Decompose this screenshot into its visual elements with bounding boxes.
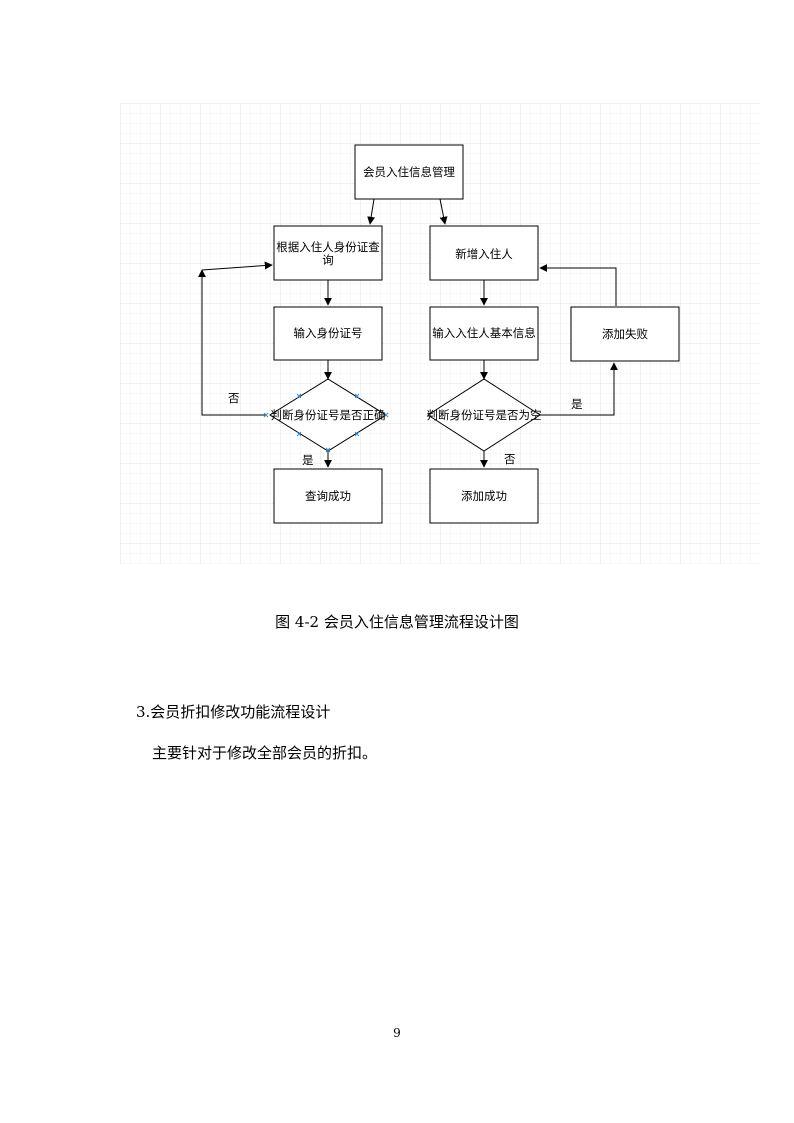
node-query-success (273, 468, 383, 524)
node-check-id-label: 判断身份证号是否正确 (271, 408, 386, 422)
node-add-success-label: 添加成功 (461, 489, 507, 503)
handle-mark (296, 393, 302, 399)
node-add-fail-label: 添加失败 (602, 327, 648, 341)
edge-fail-to-add (539, 264, 617, 306)
edge-label-no-right: 否 (504, 452, 516, 466)
handle-mark (325, 447, 331, 453)
handle-mark (354, 393, 360, 399)
node-query (273, 225, 383, 281)
node-check-id (269, 378, 387, 452)
node-add-resident-label: 新增入住人 (455, 247, 513, 261)
edge-label-no-left: 否 (228, 391, 240, 405)
edge-root-to-query (367, 198, 376, 225)
handle-mark (354, 431, 360, 437)
body-paragraph: 主要针对于修改全部会员的折扣。 (152, 744, 378, 762)
node-check-empty-label: 判断身份证号是否为空 (427, 408, 542, 422)
node-query-label-line1: 根据入住人身份证查 (276, 240, 380, 254)
section-heading: 3.会员折扣修改功能流程设计 (136, 703, 331, 721)
node-query-success-label: 查询成功 (305, 489, 351, 503)
node-query-label-line2: 询 (322, 253, 334, 267)
node-root (354, 144, 464, 200)
edge-check-no-loop (198, 269, 266, 416)
edge-loop-to-query (201, 261, 273, 271)
edge-check-yes-fail (540, 362, 618, 416)
node-add-fail (570, 306, 680, 362)
node-root-label: 会员入住信息管理 (363, 165, 455, 179)
node-input-id-label: 输入身份证号 (294, 326, 363, 340)
handle-mark (296, 431, 302, 437)
edge-label-yes-right: 是 (571, 397, 583, 411)
node-input-info-label: 输入入住人基本信息 (432, 326, 536, 340)
edge-root-to-add (439, 198, 448, 225)
node-input-id (273, 306, 383, 361)
handle-mark (263, 412, 269, 418)
node-add-success (429, 468, 539, 524)
page-number: 9 (393, 1026, 401, 1040)
node-add-resident (429, 225, 539, 281)
handle-mark (383, 412, 389, 418)
figure-caption: 图 4-2 会员入住信息管理流程设计图 (275, 613, 519, 631)
node-input-info (429, 306, 539, 361)
node-check-empty (427, 378, 541, 452)
edge-label-yes-left: 是 (302, 453, 314, 467)
flowchart-diagram: 会员入住信息管理 根据入住人身份证查 询 输入身份证号 判断身份证号是否正确 查… (120, 103, 760, 564)
